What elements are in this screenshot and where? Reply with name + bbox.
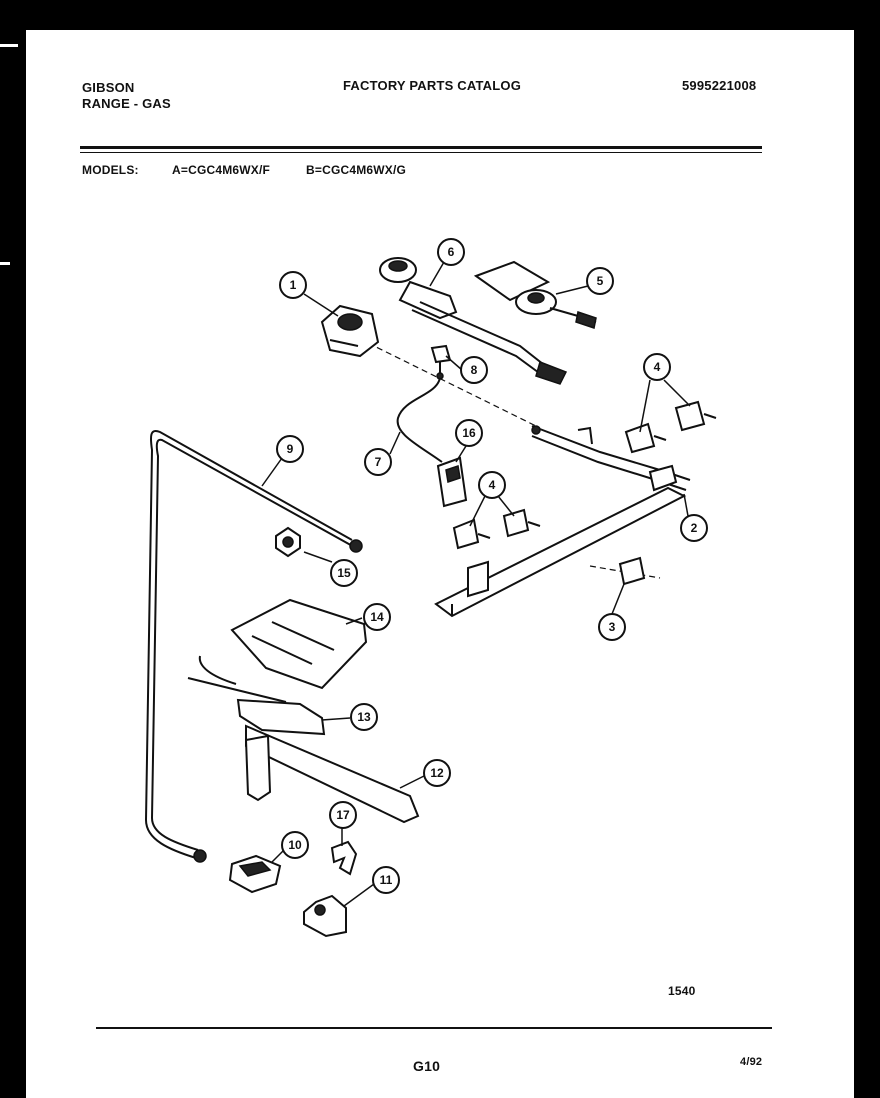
callout-6: 6 xyxy=(437,238,465,266)
callout-12: 12 xyxy=(423,759,451,787)
callout-16: 16 xyxy=(455,419,483,447)
part-manifold-pipe xyxy=(531,425,691,492)
svg-text:3: 3 xyxy=(609,620,616,634)
svg-text:7: 7 xyxy=(375,455,382,469)
header-rule-thick xyxy=(80,146,762,149)
part-bracket xyxy=(303,894,347,938)
svg-text:2: 2 xyxy=(691,521,698,535)
part-clip xyxy=(330,840,358,876)
part-heat-shield xyxy=(230,598,368,690)
part-pilot xyxy=(228,854,282,894)
product-type: RANGE - GAS xyxy=(82,96,171,111)
svg-text:4: 4 xyxy=(489,478,496,492)
revision-date: 4/92 xyxy=(740,1056,763,1068)
footer-rule xyxy=(96,1027,772,1029)
callout-14: 14 xyxy=(363,603,391,631)
svg-text:1: 1 xyxy=(290,278,297,292)
part-electrode-wire xyxy=(396,377,443,463)
edge-mark xyxy=(0,44,18,47)
svg-text:5: 5 xyxy=(597,274,604,288)
callout-1: 1 xyxy=(279,271,307,299)
part-thermostat-valve xyxy=(320,304,380,358)
svg-text:4: 4 xyxy=(654,360,661,374)
svg-text:16: 16 xyxy=(462,426,476,440)
callout-5: 5 xyxy=(586,267,614,295)
part-igniter xyxy=(187,655,326,736)
callout-15: 15 xyxy=(330,559,358,587)
svg-text:11: 11 xyxy=(380,873,393,887)
part-electrode-bracket xyxy=(430,344,452,380)
catalog-number: 5995221008 xyxy=(682,78,757,93)
part-burner-valve-upper xyxy=(624,400,717,454)
callout-13: 13 xyxy=(350,703,378,731)
part-manifold-rail xyxy=(434,486,687,618)
callout-10: 10 xyxy=(281,831,309,859)
callout-4-lower: 4 xyxy=(478,471,506,499)
svg-text:15: 15 xyxy=(337,566,351,580)
callout-7: 7 xyxy=(364,448,392,476)
svg-text:13: 13 xyxy=(357,710,371,724)
callout-11: 11 xyxy=(372,866,400,894)
callout-3: 3 xyxy=(598,613,626,641)
svg-text:8: 8 xyxy=(471,363,478,377)
edge-mark xyxy=(0,262,10,265)
brand-name: GIBSON xyxy=(82,80,135,95)
part-oven-valve xyxy=(618,556,646,586)
page-number: G10 xyxy=(413,1058,441,1074)
callout-8: 8 xyxy=(460,356,488,384)
svg-text:10: 10 xyxy=(288,838,302,852)
svg-text:6: 6 xyxy=(448,245,455,259)
part-burner-with-tube xyxy=(379,257,568,385)
part-oven-burner xyxy=(244,724,420,824)
svg-text:17: 17 xyxy=(336,808,350,822)
models-label: MODELS: xyxy=(82,163,139,177)
figure-number: 1540 xyxy=(668,984,696,998)
svg-text:9: 9 xyxy=(287,442,294,456)
callout-4-upper: 4 xyxy=(643,353,671,381)
callout-9: 9 xyxy=(276,435,304,463)
part-spark-module xyxy=(436,456,468,508)
header-rule-thin xyxy=(80,152,762,153)
catalog-page xyxy=(26,30,854,1098)
assembly-axis-line xyxy=(367,342,541,429)
callout-17: 17 xyxy=(329,801,357,829)
catalog-title: FACTORY PARTS CATALOG xyxy=(343,78,522,93)
part-nut xyxy=(275,526,301,558)
svg-text:12: 12 xyxy=(430,766,444,780)
model-a: A=CGC4M6WX/F xyxy=(172,163,271,177)
part-gas-tube xyxy=(144,430,363,863)
part-burner xyxy=(473,260,597,329)
part-burner-valve-lower xyxy=(452,508,541,550)
svg-text:14: 14 xyxy=(370,610,384,624)
callout-2: 2 xyxy=(680,514,708,542)
model-b: B=CGC4M6WX/G xyxy=(306,163,407,177)
